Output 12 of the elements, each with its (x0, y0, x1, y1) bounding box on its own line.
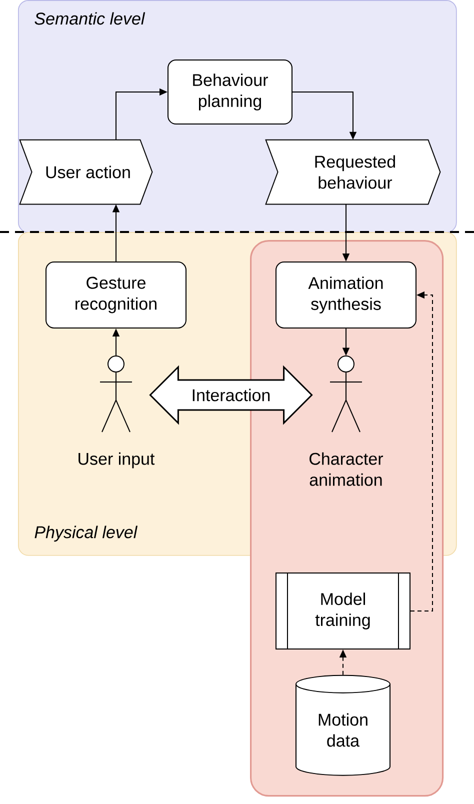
node-label: Character animation (310, 452, 384, 486)
chevron-step: Requested behaviour (265, 139, 441, 205)
process-box: Animation synthesis (276, 262, 416, 328)
person-figure: User input (78, 356, 155, 468)
node-label: User input (78, 452, 155, 468)
chevron-step: User action (19, 139, 153, 205)
process-box: Gesture recognition (46, 262, 186, 328)
subprocess-box: Model training (276, 572, 410, 650)
edge-label: Interaction (190, 388, 272, 402)
person-figure: Character animation (310, 356, 384, 486)
database-cylinder: Motion data (296, 674, 390, 776)
process-box: Behaviour planning (168, 60, 292, 125)
